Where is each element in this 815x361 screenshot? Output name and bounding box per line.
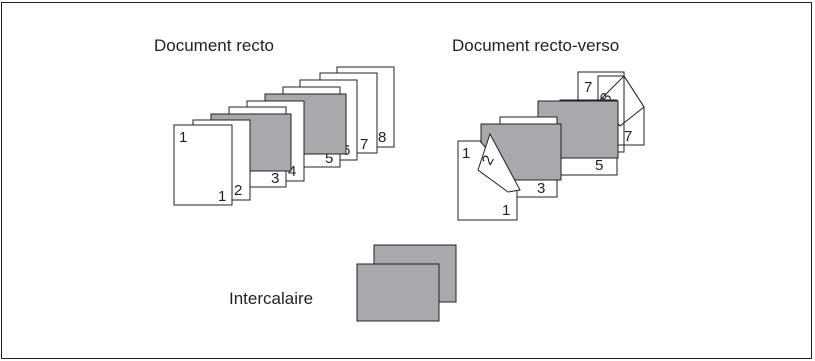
duplex-page-number-7: 7 — [624, 128, 632, 145]
simplex-page-number-8: 8 — [378, 129, 386, 146]
simplex-stack: 8 7 6 5 4 3 2 1 1 — [173, 66, 395, 206]
simplex-page-number-1-top: 1 — [179, 129, 187, 146]
simplex-page-number-4: 4 — [288, 163, 296, 180]
duplex-stack: 7 8 7 5 3 1 2 1 — [457, 71, 645, 221]
duplex-page-number-7-top: 7 — [584, 79, 592, 96]
simplex-label: Document recto — [154, 36, 274, 55]
duplex-page-number-1-top: 1 — [462, 145, 470, 162]
duplex-label: Document recto-verso — [452, 36, 620, 55]
simplex-page-number-5: 5 — [325, 150, 333, 167]
duplex-sheet-1 — [457, 140, 518, 221]
duplex-fold-2 — [477, 132, 521, 193]
simplex-page-number-7: 7 — [360, 136, 368, 153]
simplex-page-number-2: 2 — [234, 182, 242, 199]
duplex-page-number-3: 3 — [537, 180, 545, 197]
insert-sheet-front — [356, 263, 440, 322]
duplex-page-number-5: 5 — [595, 157, 603, 174]
duplex-page-number-1: 1 — [502, 202, 510, 219]
simplex-page-number-3: 3 — [271, 170, 279, 187]
insert-label: Intercalaire — [229, 289, 314, 308]
insert-stack — [356, 244, 457, 322]
simplex-page-number-1-bottom: 1 — [218, 188, 226, 205]
simplex-sheet-1 — [173, 124, 233, 206]
